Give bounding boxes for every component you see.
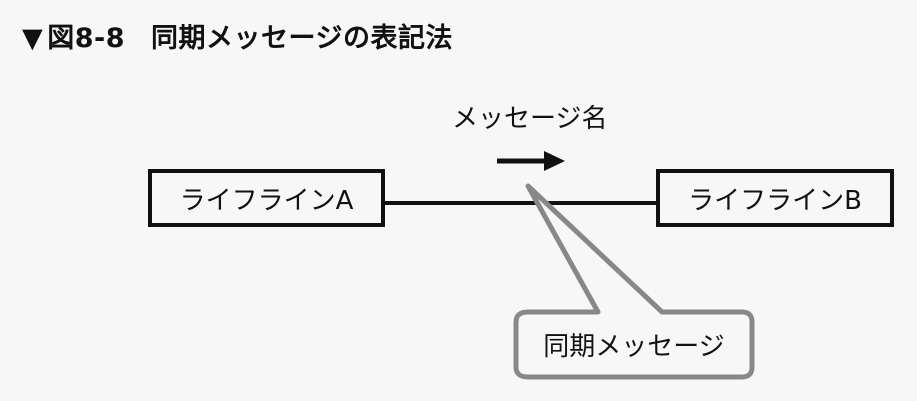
triangle-down-icon: ▼ — [22, 23, 44, 54]
lifeline-b-box: ライフラインB — [656, 169, 894, 227]
figure-number: 図8-8 — [47, 23, 126, 54]
arrow-right-icon — [497, 151, 565, 171]
figure-title: ▼図8-8 同期メッセージの表記法 — [22, 16, 453, 55]
callout-balloon — [513, 183, 755, 380]
lifeline-a-label: ライフラインA — [179, 185, 354, 216]
figure-caption: 同期メッセージの表記法 — [151, 23, 454, 54]
message-name-label: メッセージ名 — [452, 104, 608, 134]
lifeline-a-box: ライフラインA — [148, 169, 385, 227]
callout-label: 同期メッセージ — [543, 331, 725, 362]
lifeline-b-label: ライフラインB — [688, 185, 862, 216]
